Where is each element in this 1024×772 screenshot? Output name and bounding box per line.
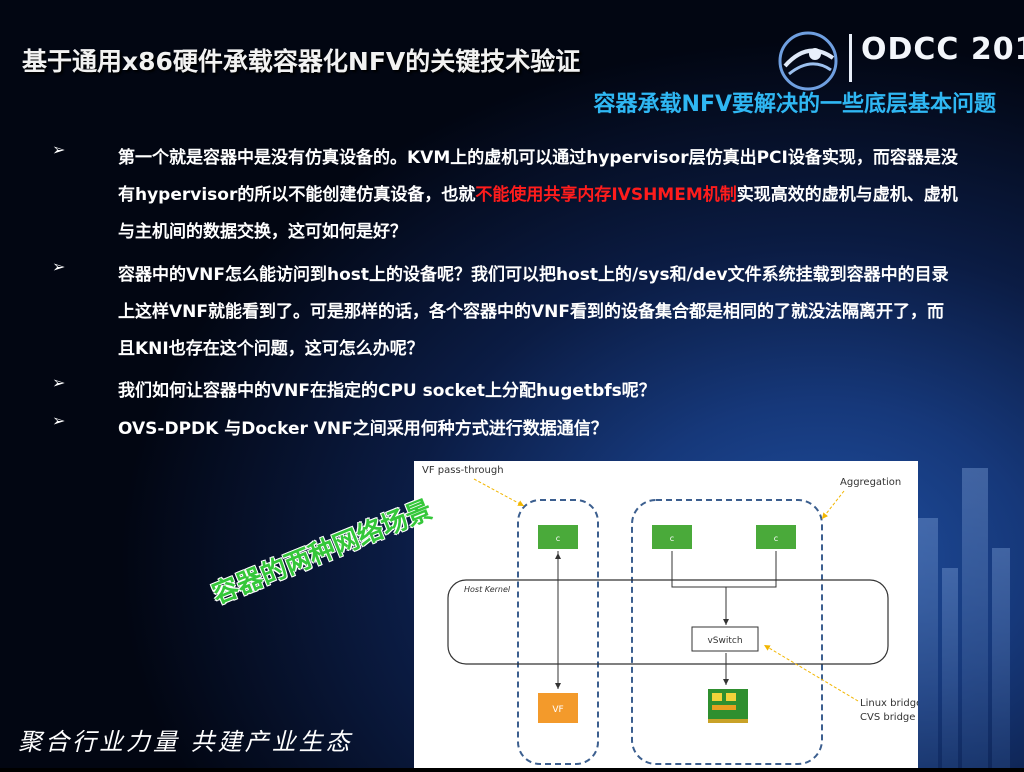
aggregation-label: Aggregation — [840, 477, 901, 488]
nic-card-icon — [708, 689, 748, 723]
host-kernel-label: Host Kernel — [464, 585, 511, 594]
container-box — [538, 525, 578, 549]
vf-passthrough-label: VF pass-through — [422, 465, 504, 476]
arrow-bullet-icon: ➢ — [52, 257, 66, 276]
bullet-item: ➢ 容器中的VNF怎么能访问到host上的设备呢？我们可以把host上的/sys… — [52, 257, 958, 368]
highlighted-text: 不能使用共享内存IVSHMEM机制 — [475, 185, 737, 205]
container-box — [756, 525, 796, 549]
container-label: c — [556, 534, 560, 543]
container-label: c — [670, 534, 674, 543]
bullet-text-part: 第一个就是容器中是没有仿真设备的。KVM上的虚机可以通过hypervisor层仿… — [118, 148, 958, 205]
container-label: c — [774, 534, 778, 543]
slide-title: 基于通用x86硬件承载容器化NFV的关键技术验证 — [22, 47, 581, 76]
vf-box — [538, 693, 578, 723]
network-diagram: Host Kernel VF pass-through Aggregation … — [414, 461, 922, 768]
arrow-bullet-icon: ➢ — [52, 373, 66, 392]
footer-slogan: 聚合行业力量 共建产业生态 — [18, 728, 353, 756]
aggregation-links — [671, 551, 777, 588]
bullet-item: ➢ OVS-DPDK 与Docker VNF之间采用何种方式进行数据通信？ — [52, 411, 958, 448]
container-box — [652, 525, 692, 549]
host-kernel-box — [447, 579, 889, 665]
bullet-text: 我们如何让容器中的VNF在指定的CPU socket上分配hugetbfs呢？ — [118, 381, 656, 401]
slide-subtitle: 容器承载NFV要解决的一些底层基本问题 — [593, 92, 996, 117]
network-diagram-svg: Host Kernel VF pass-through Aggregation … — [422, 465, 922, 765]
bullet-text: OVS-DPDK 与Docker VNF之间采用何种方式进行数据通信？ — [118, 419, 608, 439]
bridge-pointer — [763, 644, 859, 702]
logo-text: ODCC 2016 — [861, 32, 1024, 67]
bullet-item: ➢ 我们如何让容器中的VNF在指定的CPU socket上分配hugetbfs呢… — [52, 373, 958, 410]
vf-label: VF — [552, 705, 563, 715]
vf-passthrough-group — [517, 499, 599, 765]
bullet-text: 容器中的VNF怎么能访问到host上的设备呢？我们可以把host上的/sys和/… — [118, 265, 949, 359]
arrow-bullet-icon: ➢ — [52, 411, 66, 430]
linux-bridge-label: Linux bridge — [860, 698, 918, 709]
arrow-bullet-icon: ➢ — [52, 140, 66, 159]
bullet-item: ➢ 第一个就是容器中是没有仿真设备的。KVM上的虚机可以通过hypervisor… — [52, 140, 958, 251]
logo-divider — [849, 34, 852, 82]
vf-passthrough-pointer — [473, 478, 525, 507]
aggregation-pointer — [821, 490, 845, 520]
odcc-emblem-icon — [778, 31, 838, 91]
vswitch-box — [691, 626, 759, 652]
bullet-text: 第一个就是容器中是没有仿真设备的。KVM上的虚机可以通过hypervisor层仿… — [118, 140, 958, 251]
aggregation-group — [631, 499, 823, 765]
odcc-logo: ODCC 2016 — [775, 22, 1024, 92]
bullet-text-part: 实现高效的虚机与虚机、虚机与主机间的数据交换，这可如何是好？ — [118, 185, 958, 242]
vswitch-label: vSwitch — [707, 636, 742, 646]
ovs-bridge-label: CVS bridge — [860, 712, 915, 723]
